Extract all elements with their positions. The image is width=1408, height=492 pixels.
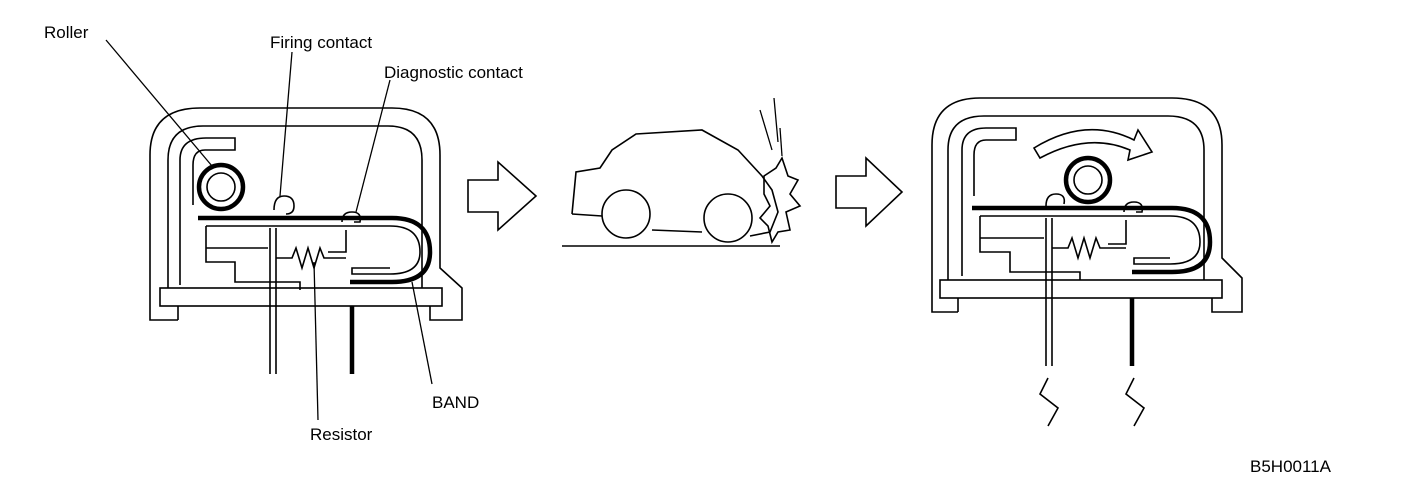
arrow-right-icon — [835, 156, 904, 228]
firing-contact — [273, 195, 295, 215]
sensor-housing-inner — [167, 125, 423, 288]
car-wheel-rear — [601, 189, 651, 239]
car-body — [571, 129, 779, 237]
sensor-housing-inner — [947, 115, 1205, 280]
arrow-right-icon — [467, 160, 538, 232]
label-firing-contact: Firing contact — [270, 33, 372, 52]
signal-lightning-icon — [1038, 377, 1060, 427]
roller — [1063, 155, 1113, 205]
band — [198, 215, 433, 285]
sensor-housing-outer — [931, 97, 1243, 313]
sensor-normal-state — [105, 39, 463, 421]
label-band: BAND — [432, 393, 479, 412]
sensor-base-plate — [939, 279, 1223, 299]
signal-lightning-icon — [1124, 377, 1146, 427]
car-collision-illustration — [562, 97, 802, 247]
sensor-housing-outer — [149, 107, 463, 321]
resistor — [276, 245, 346, 271]
band — [972, 205, 1213, 275]
label-diagnostic-contact: Diagnostic contact — [384, 63, 523, 82]
rotation-arrow-icon — [1032, 128, 1154, 162]
sensor-activated-state — [931, 97, 1243, 427]
roller — [196, 162, 246, 212]
label-roller: Roller — [44, 23, 89, 42]
figure-code: B5H0011A — [1250, 457, 1332, 476]
diagnostic-contact — [1123, 201, 1144, 213]
resistor — [1052, 235, 1126, 261]
impact-burst-icon — [758, 156, 802, 245]
sensor-base-plate — [159, 287, 443, 307]
car-wheel-front — [703, 193, 753, 243]
firing-contact — [1045, 193, 1066, 207]
diagnostic-contact — [341, 211, 362, 223]
label-resistor: Resistor — [310, 425, 373, 444]
